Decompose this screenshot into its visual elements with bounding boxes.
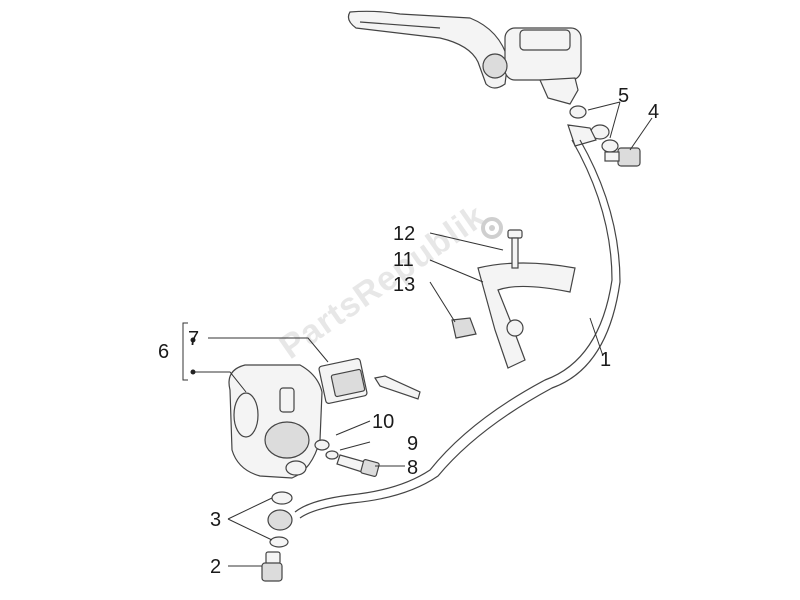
callout-11: 11 — [393, 249, 414, 271]
callout-1: 1 — [600, 349, 611, 371]
hose-bracket — [477, 262, 576, 369]
group-marker-dot — [190, 337, 196, 343]
master-cylinder — [482, 27, 582, 105]
lower-banjo-fitting — [267, 491, 293, 548]
group-marker-dot — [190, 369, 196, 375]
brake-pads — [318, 358, 368, 404]
callout-5: 5 — [618, 85, 629, 107]
brake-lever — [347, 10, 509, 89]
watermark-gear-icon — [481, 217, 503, 239]
upper-banjo-bolt — [604, 147, 641, 167]
callout-6: 6 — [158, 341, 169, 363]
brake-caliper — [228, 364, 323, 479]
watermark-text: PartsRepublik — [273, 197, 493, 367]
callout-3: 3 — [210, 509, 221, 531]
callout-9: 9 — [407, 433, 418, 455]
callout-12: 12 — [393, 223, 415, 245]
bracket-bolt — [507, 229, 523, 269]
callout-4: 4 — [648, 101, 659, 123]
callout-13: 13 — [393, 274, 415, 296]
callout-labels: 1 2 3 4 5 6 7 8 9 10 11 12 13 — [158, 85, 659, 578]
lower-banjo-bolt — [261, 551, 283, 582]
brake-hose — [294, 139, 621, 519]
callout-2: 2 — [210, 556, 221, 578]
pad-pin — [374, 375, 421, 400]
caliper-washers — [314, 439, 339, 460]
leader-lines — [182, 101, 653, 567]
callout-7: 7 — [188, 328, 199, 350]
callout-8: 8 — [407, 457, 418, 479]
callout-10: 10 — [372, 411, 394, 433]
caliper-bolt — [336, 454, 380, 477]
watermark: PartsRepublik — [273, 197, 503, 367]
clip-nut — [451, 317, 477, 339]
upper-banjo-fitting — [567, 105, 619, 153]
